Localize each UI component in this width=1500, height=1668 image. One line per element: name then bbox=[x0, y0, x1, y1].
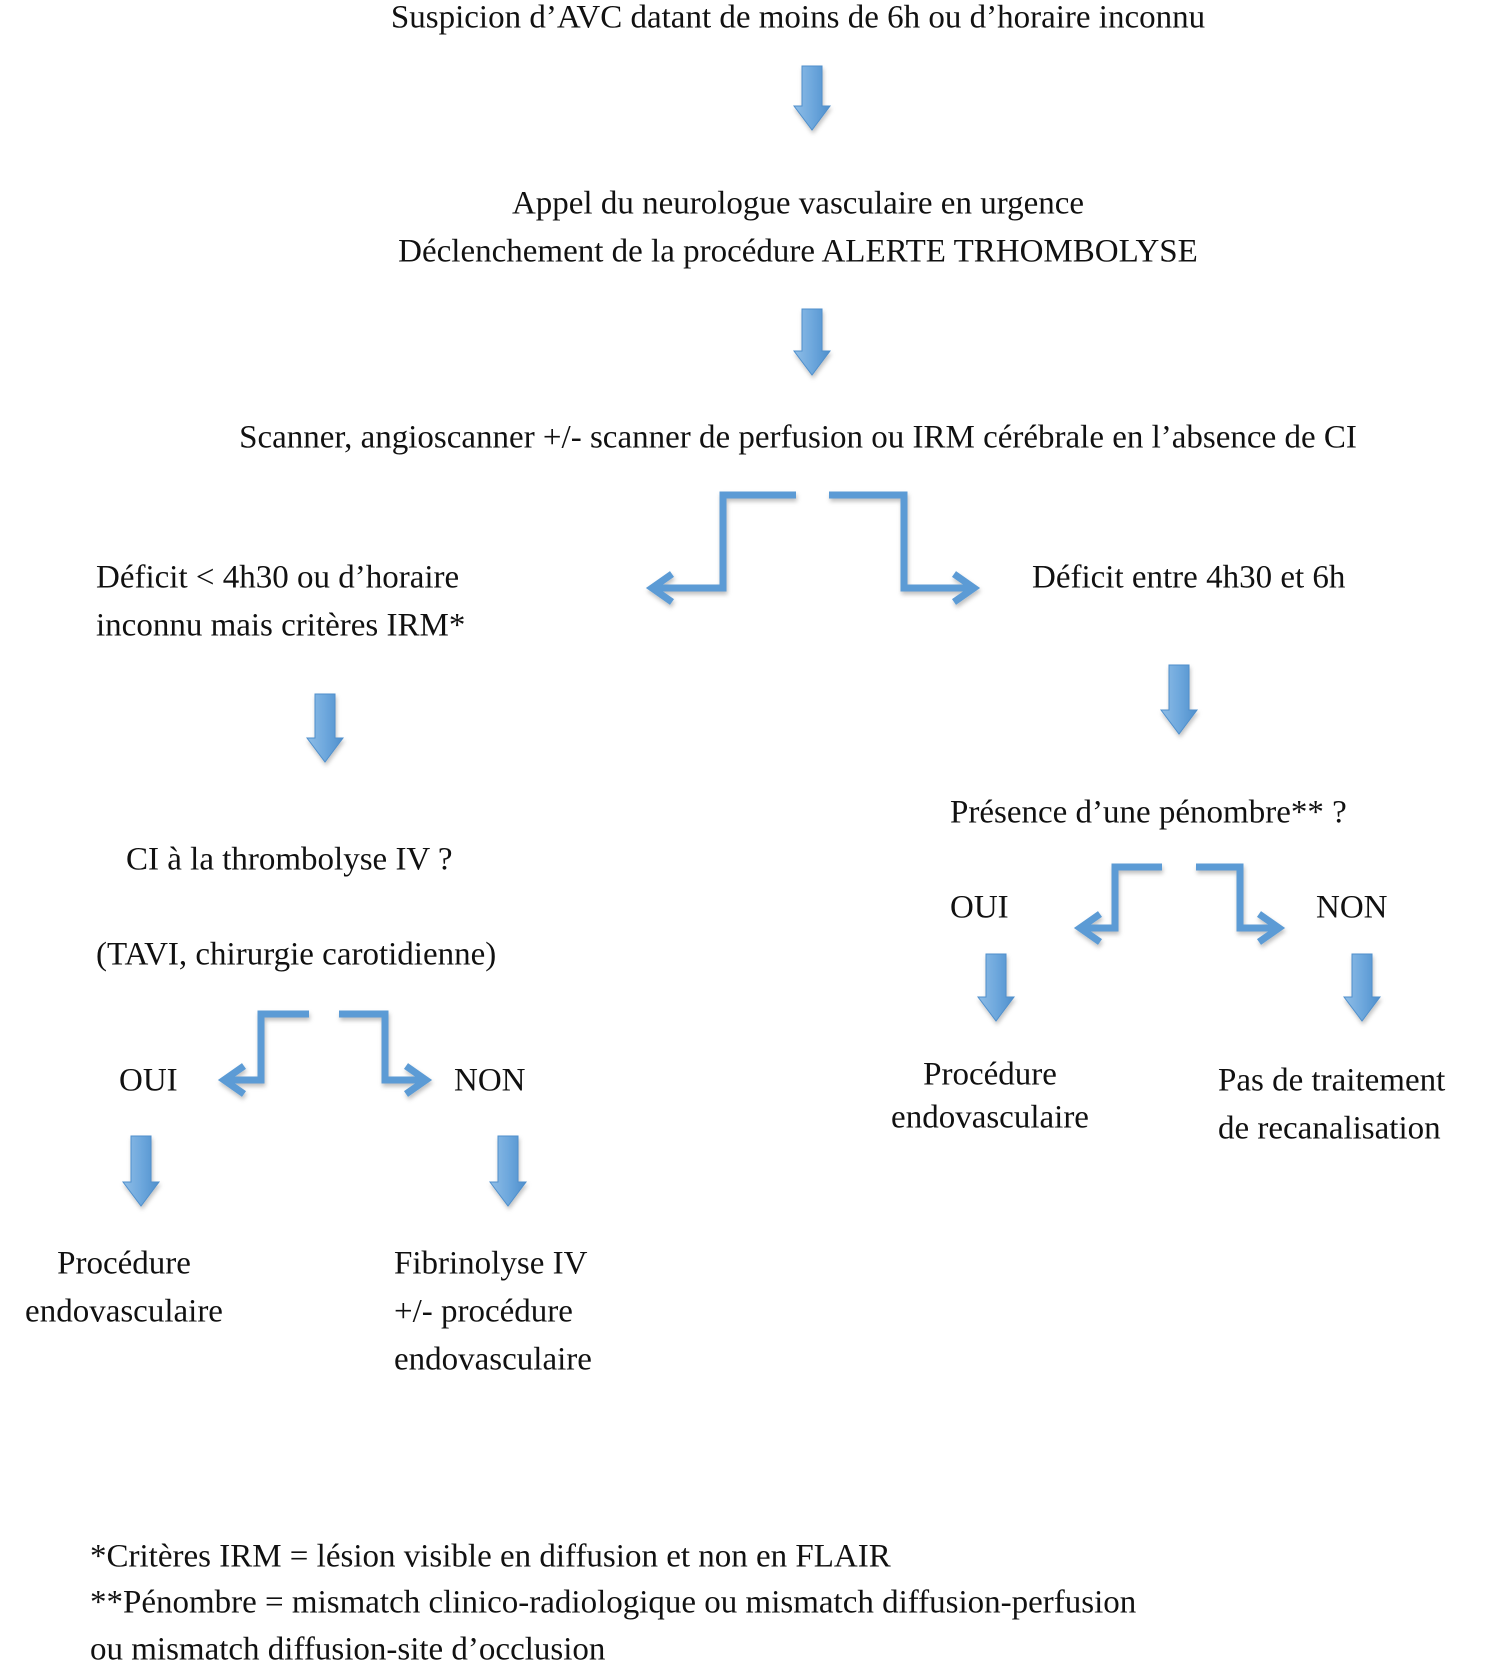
right-non-label: NON bbox=[1316, 889, 1388, 926]
right-oui-result-line2: endovasculaire bbox=[891, 1099, 1089, 1136]
left-non-label: NON bbox=[454, 1062, 526, 1099]
left-oui-result-line2: endovasculaire bbox=[25, 1293, 223, 1330]
down-arrow-2 bbox=[793, 308, 831, 376]
right-oui-label: OUI bbox=[950, 889, 1009, 926]
down-arrow-left-branch bbox=[306, 693, 344, 763]
left-oui-result-line1: Procédure bbox=[57, 1245, 191, 1282]
down-arrow-left-oui bbox=[122, 1135, 160, 1207]
right-non-result-line1: Pas de traitement bbox=[1218, 1062, 1446, 1099]
ci-question: CI à la thrombolyse IV ? bbox=[126, 841, 453, 878]
down-arrow-right-oui bbox=[977, 953, 1015, 1022]
footnote-penumbra: **Pénombre = mismatch clinico-radiologiq… bbox=[90, 1584, 1137, 1621]
split-arrow-left bbox=[645, 491, 796, 605]
left-non-result-line2: +/- procédure bbox=[394, 1293, 573, 1330]
left-branch-line1: Déficit < 4h30 ou d’horaire bbox=[96, 559, 460, 596]
imaging-node: Scanner, angioscanner +/- scanner de per… bbox=[239, 419, 1357, 456]
down-arrow-right-non bbox=[1343, 953, 1381, 1022]
ci-arrow-non bbox=[339, 1010, 433, 1097]
penumbra-question: Présence d’une pénombre** ? bbox=[950, 794, 1347, 831]
left-branch-line2: inconnu mais critères IRM* bbox=[96, 607, 466, 644]
left-non-result-line3: endovasculaire bbox=[394, 1341, 592, 1378]
left-non-result-line1: Fibrinolyse IV bbox=[394, 1245, 588, 1282]
call-node-line2: Déclenchement de la procédure ALERTE TRH… bbox=[398, 233, 1198, 270]
ci-examples: (TAVI, chirurgie carotidienne) bbox=[96, 936, 497, 973]
right-non-result-line2: de recanalisation bbox=[1218, 1110, 1441, 1147]
start-node: Suspicion d’AVC datant de moins de 6h ou… bbox=[390, 0, 1206, 36]
right-branch: Déficit entre 4h30 et 6h bbox=[1032, 559, 1346, 596]
right-oui-result-line1: Procédure bbox=[923, 1056, 1057, 1093]
penumbra-arrow-oui bbox=[1073, 863, 1162, 945]
footnote-mri-criteria: *Critères IRM = lésion visible en diffus… bbox=[90, 1538, 891, 1575]
split-arrow-right bbox=[829, 491, 981, 605]
down-arrow-1 bbox=[793, 65, 831, 131]
call-node-line1: Appel du neurologue vasculaire en urgenc… bbox=[511, 185, 1085, 222]
footnote-penumbra-cont: ou mismatch diffusion-site d’occlusion bbox=[90, 1631, 606, 1668]
left-oui-label: OUI bbox=[119, 1062, 178, 1099]
penumbra-arrow-non bbox=[1196, 863, 1286, 945]
down-arrow-left-non bbox=[489, 1135, 527, 1207]
ci-arrow-oui bbox=[217, 1010, 309, 1097]
down-arrow-right-branch bbox=[1160, 664, 1198, 735]
